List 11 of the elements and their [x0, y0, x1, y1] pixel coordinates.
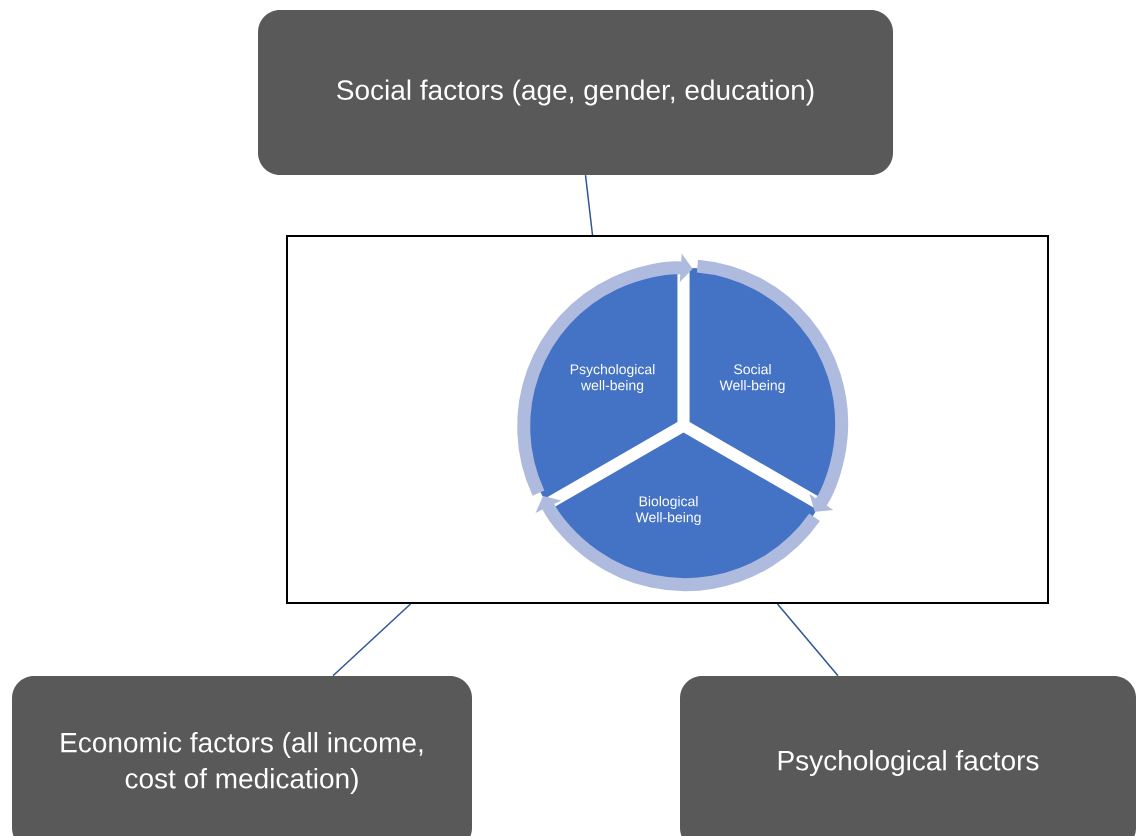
- cycle-arrow: [517, 253, 693, 496]
- factor-box: Economic factors (all income, cost of medication): [12, 676, 472, 836]
- factor-box: Social factors (age, gender, education): [258, 10, 893, 175]
- pie-segment: Biological Well-being: [550, 432, 817, 587]
- connector-line: [332, 603, 412, 677]
- node-label: Social Well-being: [719, 363, 785, 394]
- factor-box: Psychological factors: [680, 676, 1136, 836]
- connector-line: [776, 603, 839, 677]
- diagram-frame: [286, 235, 1049, 604]
- node-label: Psychological well-being: [570, 363, 655, 394]
- connector-line: [584, 174, 594, 236]
